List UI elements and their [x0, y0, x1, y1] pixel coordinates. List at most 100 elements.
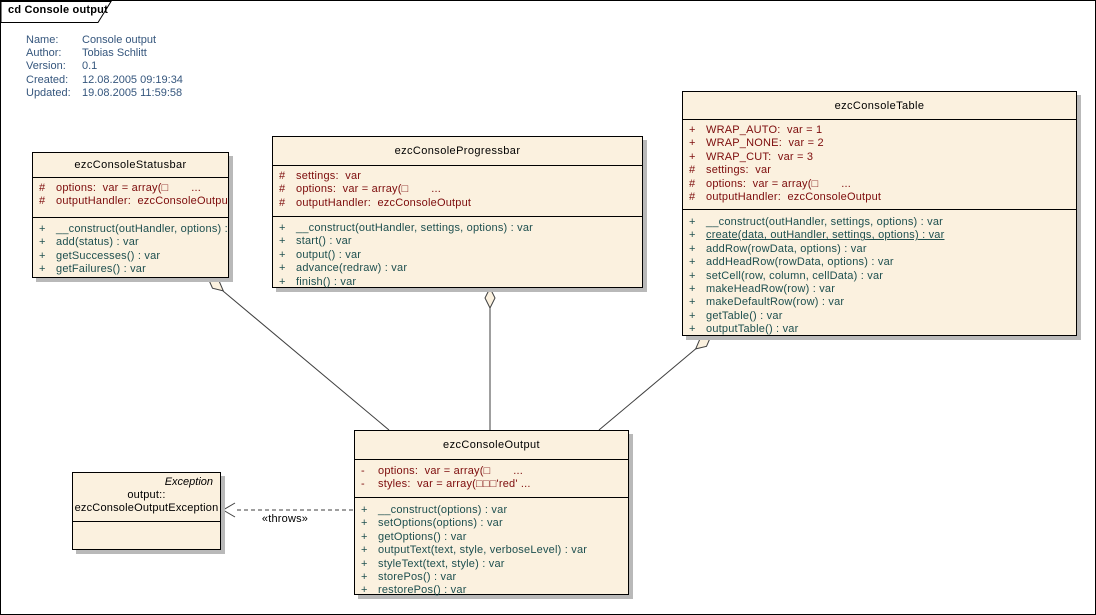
method-text: styleText(text, style) : var: [378, 557, 505, 570]
method-row: + add(status) : var: [33, 236, 228, 249]
visibility-marker: +: [689, 137, 696, 150]
method-text: getOptions() : var: [378, 530, 467, 543]
attribute-row: # outputHandler: ezcConsoleOutput: [273, 197, 642, 210]
method-row: + __construct(outHandler, options) : var: [33, 223, 228, 236]
visibility-marker: #: [279, 196, 286, 209]
method-text: storePos() : var: [378, 571, 457, 584]
metadata-value: 0.1: [82, 60, 98, 73]
parent-class-label: Exception: [164, 476, 213, 488]
visibility-marker: #: [279, 170, 286, 182]
metadata-row: Author: Tobias Schlitt: [26, 47, 183, 60]
visibility-marker: #: [39, 182, 46, 194]
visibility-marker: +: [361, 504, 368, 516]
visibility-marker: +: [279, 262, 286, 275]
method-text: restorePos() : var: [378, 584, 467, 596]
visibility-marker: +: [361, 557, 368, 570]
attributes-compartment: - options: var = array(□ ... - styles: v…: [355, 459, 628, 497]
metadata-row: Updated: 19.08.2005 11:59:58: [26, 87, 183, 100]
method-text: __construct(outHandler, settings, option…: [706, 216, 944, 228]
visibility-marker: +: [689, 242, 696, 255]
visibility-marker: +: [279, 222, 286, 234]
attribute-row: # outputHandler: ezcConsoleOutput: [33, 195, 228, 208]
method-row: + finish() : var: [273, 276, 642, 289]
visibility-marker: #: [39, 195, 46, 208]
metadata-row: Name: Console output: [26, 34, 183, 47]
methods-compartment: + __construct(outHandler, settings, opti…: [273, 216, 642, 289]
attribute-row: # settings: var: [273, 170, 642, 183]
class-name: ezcConsoleOutput: [443, 439, 540, 451]
aggregation-progressbar-to-output: [484, 286, 496, 430]
visibility-marker: +: [279, 235, 286, 248]
visibility-marker: +: [39, 236, 46, 249]
visibility-marker: -: [361, 465, 365, 477]
attribute-row: - options: var = array(□ ...: [355, 465, 628, 478]
metadata-value: 12.08.2005 09:19:34: [82, 73, 183, 86]
method-text: output() : var: [296, 248, 362, 261]
metadata-label: Version:: [26, 60, 66, 73]
visibility-marker: +: [689, 309, 696, 322]
visibility-marker: +: [689, 283, 696, 296]
class-ezc-console-output: ezcConsoleOutput - options: var = array(…: [354, 430, 629, 596]
attribute-text: outputHandler: ezcConsoleOutput: [706, 191, 882, 204]
attribute-row: + WRAP_NONE: var = 2: [683, 137, 1076, 150]
diagram-metadata: Name: Console output Author: Tobias Schl…: [26, 34, 183, 100]
aggregation-diamond-icon: [694, 335, 712, 350]
static-method-text: create(data, outHandler, settings, optio…: [706, 229, 945, 242]
visibility-marker: +: [279, 275, 286, 288]
aggregation-statusbar-to-output: [207, 277, 390, 431]
class-ezc-console-output-exception: Exception output:: ezcConsoleOutputExcep…: [72, 472, 221, 550]
method-row: + __construct(outHandler, settings, opti…: [273, 222, 642, 235]
attribute-row: # settings: var: [683, 164, 1076, 177]
method-row: + setCell(row, column, cellData) : var: [683, 270, 1076, 283]
method-text: advance(redraw) : var: [296, 262, 408, 275]
attribute-text: options: var = array(□ ...: [706, 177, 851, 190]
method-text: getTable() : var: [706, 309, 783, 322]
visibility-marker: +: [689, 124, 696, 136]
attribute-text: settings: var: [706, 164, 772, 177]
method-text: __construct(options) : var: [378, 504, 508, 516]
empty-compartment: [73, 521, 220, 550]
visibility-marker: +: [39, 249, 46, 262]
methods-compartment: + __construct(outHandler, settings, opti…: [683, 209, 1076, 337]
method-text: addHeadRow(rowData, options) : var: [706, 256, 894, 269]
attribute-row: + WRAP_CUT: var = 3: [683, 151, 1076, 164]
visibility-marker: +: [39, 263, 46, 276]
frame-label: cd Console output: [8, 4, 108, 16]
visibility-marker: #: [689, 177, 696, 190]
visibility-marker: +: [361, 530, 368, 543]
metadata-row: Version: 0.1: [26, 60, 183, 73]
attribute-text: options: var = array(□ ...: [296, 183, 441, 196]
visibility-marker: #: [279, 183, 286, 196]
class-name: ezcConsoleStatusbar: [74, 159, 187, 171]
class-name: ezcConsoleOutputException: [74, 502, 219, 515]
method-row: + storePos() : var: [355, 571, 628, 584]
method-text: getSuccesses() : var: [56, 249, 161, 262]
visibility-marker: +: [689, 323, 696, 336]
method-text: __construct(outHandler, options) : var: [56, 223, 228, 235]
visibility-marker: #: [689, 191, 696, 204]
attribute-text: settings: var: [296, 170, 362, 182]
attribute-text: options: var = array(□ ...: [56, 182, 201, 194]
namespace-label: output::: [127, 489, 166, 501]
metadata-value: 19.08.2005 11:59:58: [82, 86, 183, 99]
method-row: + outputTable() : var: [683, 323, 1076, 336]
attribute-text: styles: var = array(□□□'red' ...: [378, 478, 531, 491]
attribute-text: WRAP_AUTO: var = 1: [706, 124, 823, 136]
visibility-marker: +: [361, 571, 368, 584]
method-row: + outputText(text, style, verboseLevel) …: [355, 544, 628, 557]
visibility-marker: +: [689, 269, 696, 282]
visibility-marker: +: [361, 544, 368, 557]
method-row: + getOptions() : var: [355, 531, 628, 544]
method-text: makeDefaultRow(row) : var: [706, 296, 845, 309]
visibility-marker: +: [361, 584, 368, 596]
attribute-row: # outputHandler: ezcConsoleOutput: [683, 191, 1076, 204]
method-row: + getSuccesses() : var: [33, 250, 228, 263]
attribute-row: # options: var = array(□ ...: [33, 182, 228, 195]
visibility-marker: +: [689, 216, 696, 228]
attribute-row: # options: var = array(□ ...: [273, 183, 642, 196]
aggregation-diamond-icon: [207, 277, 225, 292]
throws-label: «throws»: [261, 513, 309, 525]
aggregation-table-to-output: [598, 335, 712, 431]
attribute-text: WRAP_CUT: var = 3: [706, 150, 814, 163]
